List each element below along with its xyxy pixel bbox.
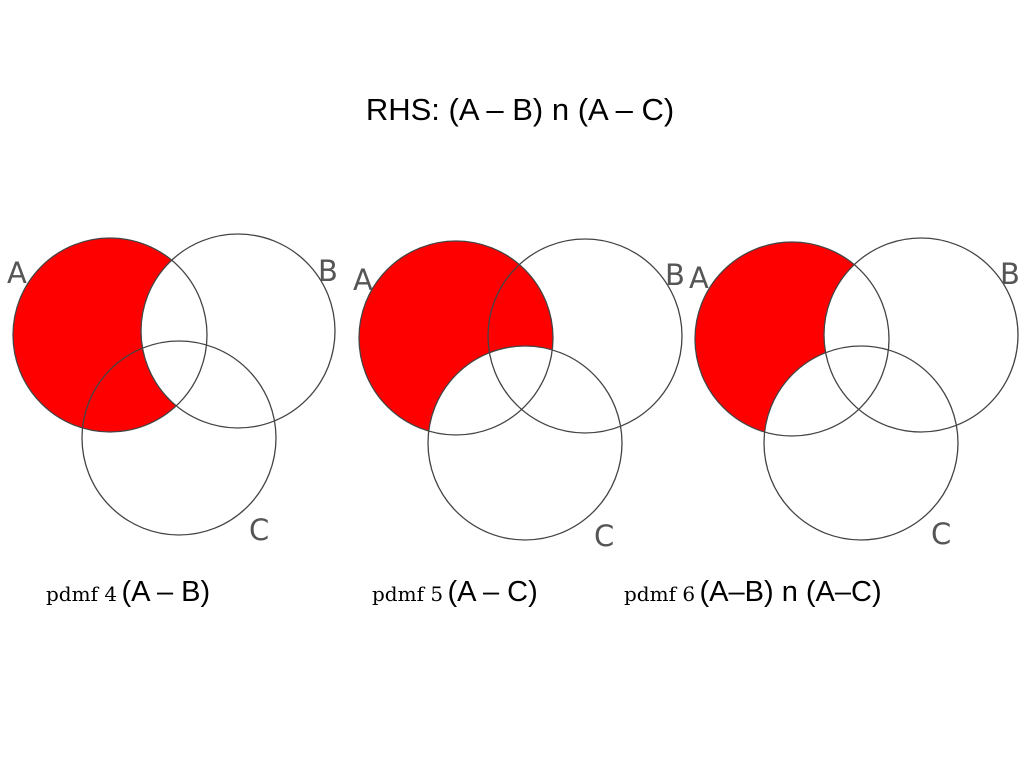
circle-c xyxy=(427,345,623,541)
circle-b xyxy=(823,237,1019,433)
caption-pdmf-6: pdmf 6 (A–B) n (A–C) xyxy=(624,576,882,609)
shaded-region-a-minus-b-minus-c xyxy=(695,242,889,436)
label-a: A xyxy=(7,256,27,290)
circle-a xyxy=(694,241,890,437)
label-c: C xyxy=(931,517,951,551)
circle-c xyxy=(763,345,959,541)
caption-expression: (A–B) n (A–C) xyxy=(699,576,882,608)
caption-number: pdmf 6 xyxy=(624,582,696,606)
shaded-region-a-minus-c xyxy=(359,241,553,435)
caption-number: pdmf 5 xyxy=(372,582,444,606)
caption-expression: (A – C) xyxy=(447,576,538,608)
circle-b xyxy=(487,238,683,434)
label-a: A xyxy=(353,263,373,297)
caption-number: pdmf 4 xyxy=(46,582,118,606)
label-a: A xyxy=(689,261,709,295)
caption-pdmf-4: pdmf 4 (A – B) xyxy=(46,576,210,609)
caption-pdmf-5: pdmf 5 (A – C) xyxy=(372,576,538,609)
circle-a xyxy=(12,237,208,433)
label-b: B xyxy=(318,254,338,288)
label-b: B xyxy=(1000,257,1020,291)
label-c: C xyxy=(594,519,614,553)
venn-diagram-intersection: A B C xyxy=(689,237,1020,551)
circle-a xyxy=(358,240,554,436)
label-b: B xyxy=(665,258,685,292)
label-c: C xyxy=(249,513,269,547)
venn-diagram-a-minus-b: A B C xyxy=(7,233,338,547)
caption-expression: (A – B) xyxy=(121,576,211,608)
circle-b xyxy=(140,233,336,429)
venn-diagram-a-minus-c: A B C xyxy=(353,238,685,553)
slide-title: RHS: (A – B) n (A – C) xyxy=(365,92,675,127)
circle-c xyxy=(81,340,277,536)
shaded-region-a-minus-b xyxy=(13,238,207,432)
